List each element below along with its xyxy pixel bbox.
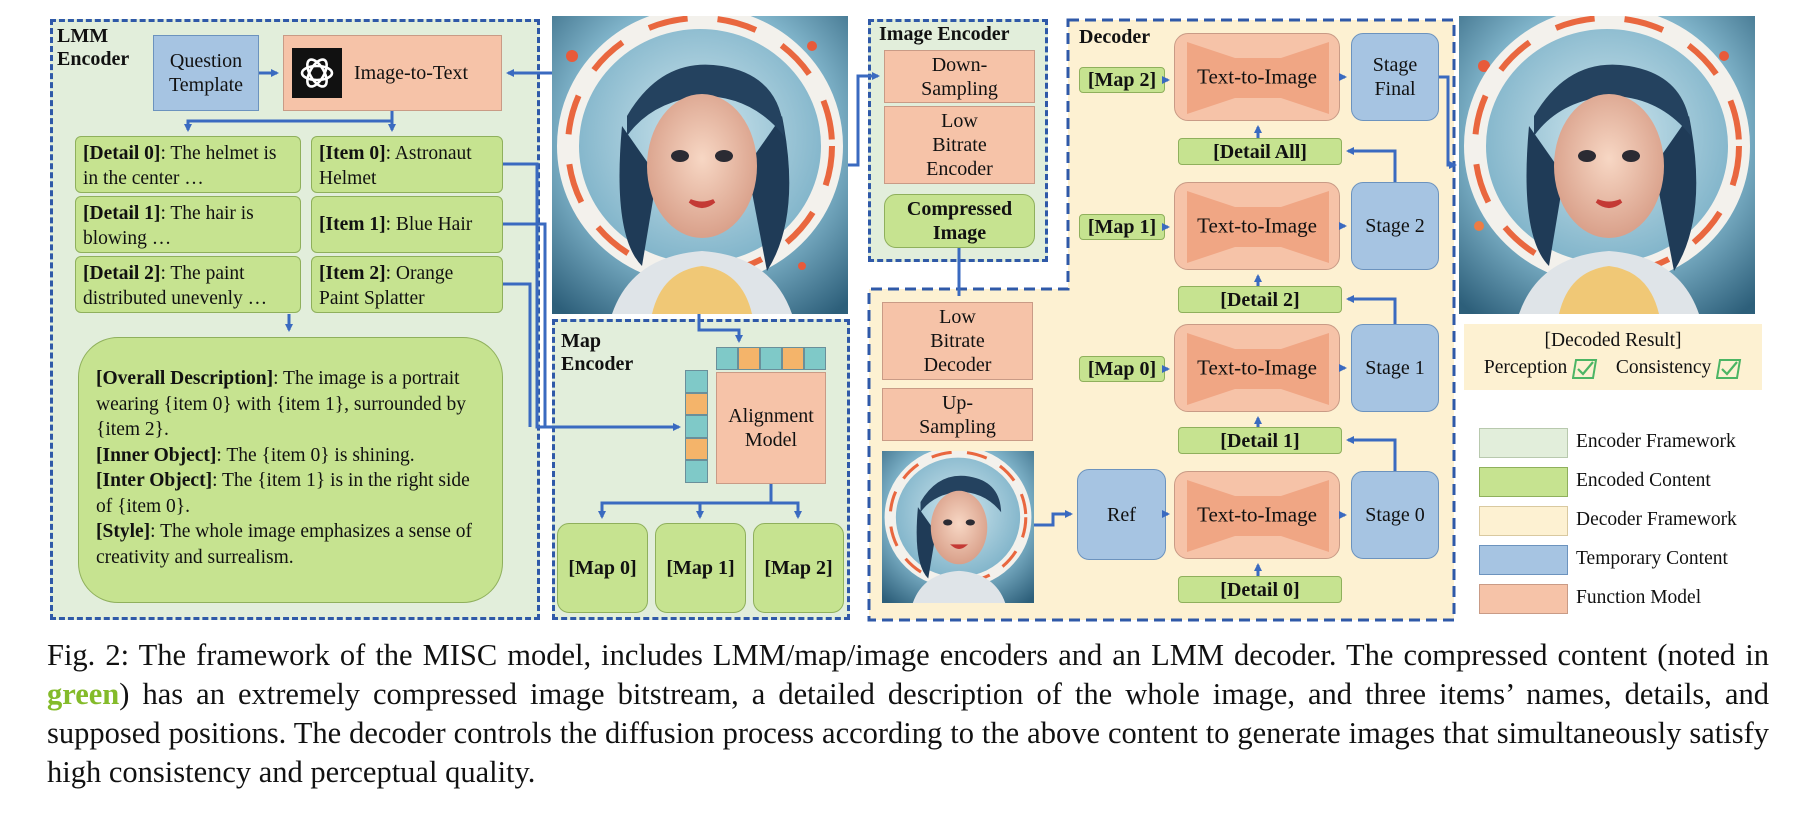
decoder-map-0: [Map 0] [1079, 356, 1165, 382]
text-to-image-0: Text-to-Image [1174, 471, 1340, 559]
perception-label: Perception [1483, 357, 1568, 378]
decoder-detail-1-box: [Detail 1] [1178, 427, 1342, 454]
map-0-output: [Map 0] [557, 523, 648, 613]
item-0-box: [Item 0]: Astronaut Helmet [311, 136, 503, 193]
perception-check-icon [1572, 358, 1598, 379]
image-encoder-label: Image Encoder [879, 23, 1010, 45]
map-2-output: [Map 2] [753, 523, 844, 613]
alignment-top-tokens [716, 347, 826, 370]
legend-swatch [1479, 467, 1568, 497]
detail-0-box: [Detail 0]: The helmet is in the center … [75, 136, 301, 193]
detail-2-box: [Detail 2]: The paint distributed uneven… [75, 256, 301, 313]
consistency-label: Consistency [1615, 357, 1712, 378]
legend-swatch [1479, 506, 1568, 536]
detail-1-box: [Detail 1]: The hair is blowing … [75, 196, 301, 253]
legend-swatch [1479, 428, 1568, 458]
detail-all-box: [Detail All] [1178, 138, 1342, 165]
alignment-left-tokens [685, 370, 708, 483]
down-sampling-box: Down-Sampling [884, 50, 1035, 103]
legend-swatch [1479, 584, 1568, 614]
map-1-output: [Map 1] [655, 523, 746, 613]
consistency-check-icon [1716, 358, 1742, 379]
overall-description-box: [Overall Description]: The image is a po… [78, 337, 503, 603]
decoder-label: Decoder [1079, 26, 1151, 48]
figure-caption: Fig. 2: The framework of the MISC model,… [47, 638, 1769, 789]
text-to-image-1: Text-to-Image [1174, 324, 1340, 412]
decoder-map-2: [Map 2] [1079, 67, 1165, 93]
decoded-image [1459, 16, 1755, 314]
text-to-image-2: Text-to-Image [1174, 182, 1340, 270]
decoded-result-panel: [Decoded Result] Perception Consistency [1464, 324, 1762, 390]
stage-2-box: Stage 2 [1351, 182, 1439, 270]
text-to-image-final: Text-to-Image [1174, 33, 1340, 121]
openai-logo-icon [292, 48, 342, 98]
ref-box: Ref [1077, 469, 1166, 560]
decoder-map-1: [Map 1] [1079, 214, 1165, 240]
input-image [552, 16, 848, 314]
item-2-box: [Item 2]: Orange Paint Splatter [311, 256, 503, 313]
low-bitrate-image [882, 451, 1034, 603]
image-to-text-box: Image-to-Text [283, 35, 502, 111]
stage-0-box: Stage 0 [1351, 471, 1439, 559]
decoded-result-title: [Decoded Result] [1544, 330, 1682, 351]
item-1-box: [Item 1]: Blue Hair [311, 196, 503, 253]
decoder-detail-0-box: [Detail 0] [1178, 576, 1342, 603]
up-sampling-box: Up-Sampling [882, 388, 1033, 441]
decoder-detail-2-box: [Detail 2] [1178, 286, 1342, 313]
legend-swatch [1479, 545, 1568, 575]
stage-1-box: Stage 1 [1351, 324, 1439, 412]
